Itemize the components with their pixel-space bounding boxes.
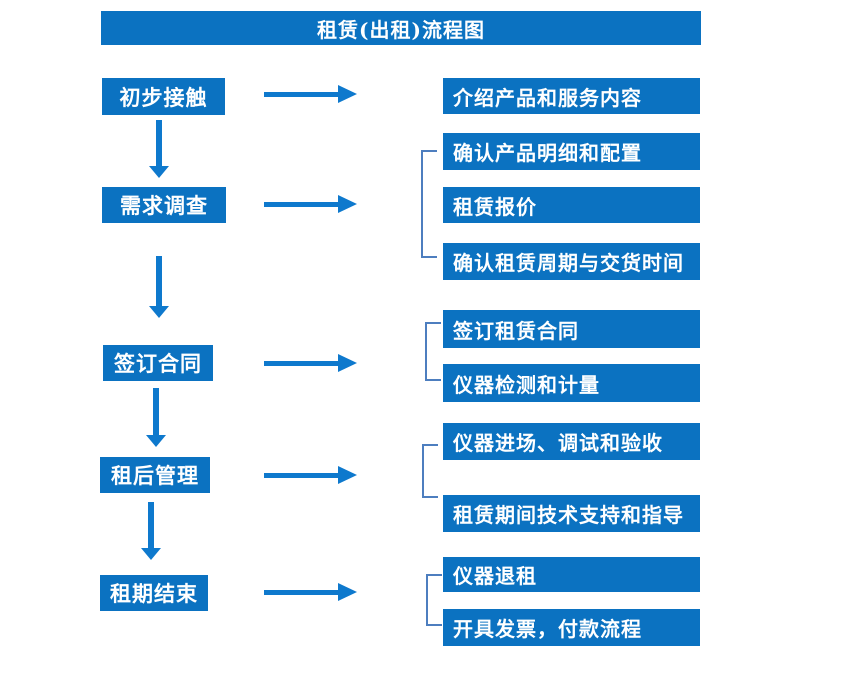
down-arrow-head-icon [146,435,166,447]
right-arrow-head-icon [338,583,357,601]
group-bracket-sign-contract [425,322,441,381]
right-arrow-connector-1 [264,85,357,103]
right-arrow-shaft [264,361,338,366]
group-bracket-rental-end [426,574,442,626]
step-box-sign-contract: 签订合同 [103,345,213,381]
down-arrow-head-icon [149,166,169,178]
detail-box-instrument-return: 仪器退租 [443,557,700,592]
detail-box-introduce-products: 介绍产品和服务内容 [443,78,700,114]
detail-box-confirm-rental-period: 确认租赁周期与交货时间 [443,243,700,280]
right-arrow-shaft [264,202,338,207]
right-arrow-connector-2 [264,195,357,213]
right-arrow-head-icon [338,85,357,103]
right-arrow-connector-5 [264,583,357,601]
down-arrow-head-icon [149,306,169,318]
right-arrow-shaft [264,92,338,97]
right-arrow-shaft [264,590,338,595]
right-arrow-connector-4 [264,466,357,484]
right-arrow-head-icon [338,466,357,484]
right-arrow-shaft [264,473,338,478]
detail-box-technical-support: 租赁期间技术支持和指导 [443,495,700,532]
step-box-rental-end: 租期结束 [100,575,208,611]
diagram-title: 租赁(出租)流程图 [101,11,701,45]
detail-box-rental-quotation: 租赁报价 [443,187,700,223]
detail-box-instrument-testing: 仪器检测和计量 [443,364,700,402]
group-bracket-post-rental [422,444,438,498]
down-arrow-connector-4 [141,502,161,560]
down-arrow-connector-1 [149,120,169,178]
down-arrow-connector-3 [146,388,166,447]
down-arrow-shaft [153,388,159,435]
down-arrow-shaft [148,502,154,548]
detail-box-invoice-payment: 开具发票，付款流程 [443,609,700,646]
detail-box-confirm-product-details: 确认产品明细和配置 [443,133,700,170]
step-box-demand-survey: 需求调查 [102,187,226,223]
right-arrow-connector-3 [264,354,357,372]
down-arrow-connector-2 [149,256,169,318]
step-box-post-rental-management: 租后管理 [100,457,210,493]
right-arrow-head-icon [338,195,357,213]
detail-box-instrument-setup: 仪器进场、调试和验收 [443,423,700,460]
down-arrow-shaft [156,256,162,306]
group-bracket-demand-survey [421,150,437,258]
down-arrow-shaft [156,120,162,166]
step-box-initial-contact: 初步接触 [102,78,225,115]
detail-box-sign-rental-contract: 签订租赁合同 [443,310,700,348]
down-arrow-head-icon [141,548,161,560]
right-arrow-head-icon [338,354,357,372]
